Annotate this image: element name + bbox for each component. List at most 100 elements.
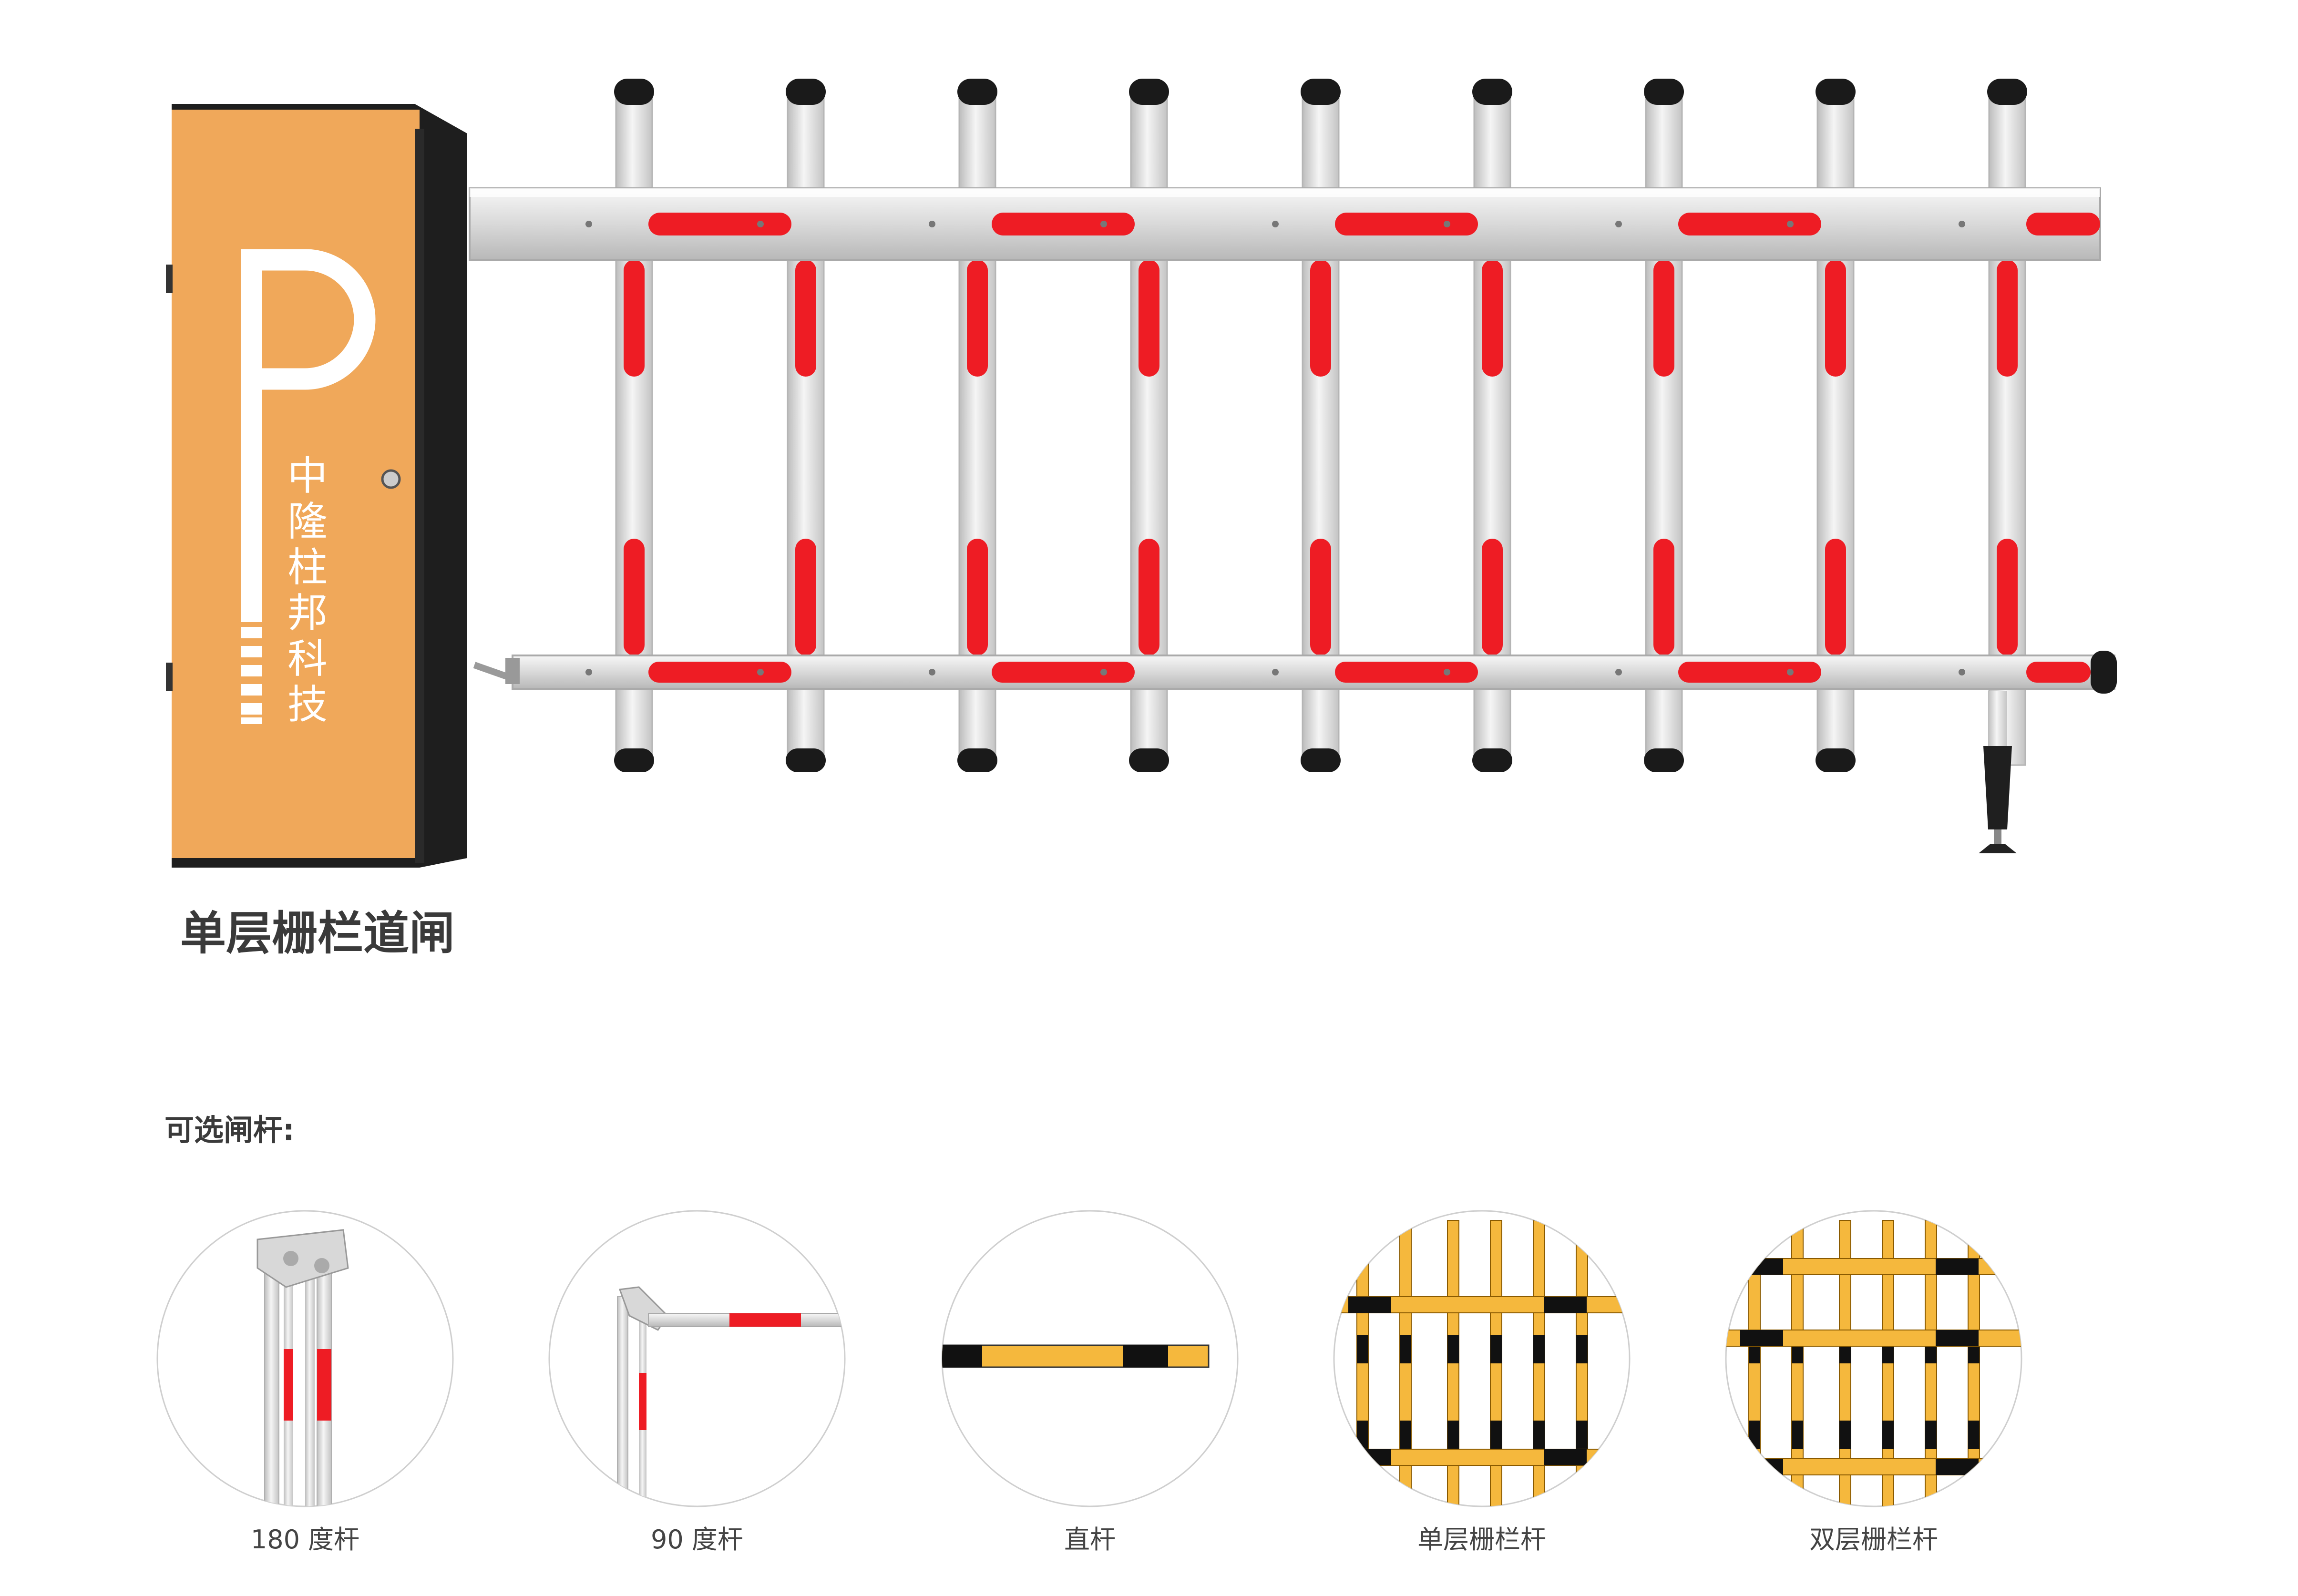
option-90-degree-boom[interactable] [548,1210,849,1525]
option-straight-boom[interactable] [941,1210,1239,1507]
picket-black-stripe [1357,1421,1368,1449]
boom-red-stripe [1678,662,1821,683]
reflective-stripes [585,213,2100,683]
option-caption-180[interactable]: 180 度杆 [250,1524,360,1555]
brand-char: 柱 [287,544,328,591]
straight-boom-icon [942,1344,1210,1368]
picket-bottom-cap [614,748,654,772]
picket-black-stripe [1576,1335,1588,1363]
rail-black-stripe [1740,1459,1783,1475]
rail-black-stripe [1348,1297,1391,1313]
rail-black-stripe [1936,1330,1979,1346]
picket-black-stripe [1533,1335,1545,1363]
180-degree-boom-icon [256,1229,349,1506]
picket-red-stripe [795,260,816,377]
picket-bottom-cap [1472,748,1512,772]
rivet [929,669,935,675]
rail-black-stripe [1740,1258,1783,1275]
picket-bottom-cap [1816,748,1856,772]
picket-black-stripe [1576,1421,1588,1449]
boom-red-stripe [2026,662,2091,683]
rail-black-stripe [1936,1459,1979,1475]
picket-black-stripe [1533,1421,1545,1449]
boom-red-stripe [992,662,1135,683]
option-caption-single-fence[interactable]: 单层栅栏杆 [1417,1524,1546,1555]
brand-char: 邦 [287,590,328,636]
option-180-degree-boom[interactable] [156,1210,454,1511]
option-caption-double-fence[interactable]: 双层栅栏杆 [1809,1524,1938,1555]
option-caption-90[interactable]: 90 度杆 [651,1524,743,1555]
picket-top-cap [786,79,826,105]
boom-end-cap [2091,651,2117,694]
boom-red-stripe [1335,662,1478,683]
picket-top-cap [1987,79,2027,105]
picket-top-cap [1129,79,1169,105]
picket-red-stripe [624,260,645,377]
picket-top-cap [1644,79,1684,105]
picket-black-stripe [1357,1335,1368,1363]
picket-black-stripe [1490,1421,1502,1449]
picket-black-stripe [1925,1421,1937,1449]
picket-black-stripe [1447,1421,1459,1449]
brand-char: 中 [287,452,328,499]
rail-black-stripe [1544,1297,1587,1313]
picket-red-stripe [1997,260,2018,377]
rail-black-stripe [1936,1258,1979,1275]
boom-support-leg [1979,691,2017,853]
rivet [1100,221,1107,227]
boom-red-stripe [1678,213,1821,235]
rivet [1444,221,1450,227]
picket-black-stripe [1400,1421,1411,1449]
option-caption-straight[interactable]: 直杆 [1064,1524,1116,1555]
picket-top-cap [614,79,654,105]
boom-red-stripe [2026,213,2100,235]
rivet [1272,669,1279,675]
lower-boom [505,651,2117,694]
gate-cabinet [166,104,467,868]
picket-red-stripe [967,260,988,377]
picket-red-stripe [1653,260,1674,377]
picket-top-cap [1301,79,1341,105]
rail-black-stripe [1740,1330,1783,1346]
brand-char: 隆 [287,498,328,545]
parking-logo-icon [241,249,376,724]
picket-bottom-cap [1301,748,1341,772]
brand-name: 中 隆 柱 邦 科 技 [281,453,334,727]
picket-top-cap [1472,79,1512,105]
picket-red-stripe [1139,260,1159,377]
picket-red-stripe [1997,539,2018,655]
picket-red-stripe [624,539,645,655]
rivet [1615,669,1622,675]
picket-red-stripe [967,539,988,655]
options-heading: 可选闸杆: [164,1113,295,1147]
picket-black-stripe [1447,1335,1459,1363]
90-degree-boom-icon [617,1286,845,1506]
rivet [1444,669,1450,675]
picket-black-stripe [1490,1335,1502,1363]
picket-bottom-cap [1129,748,1169,772]
boom-red-stripe [992,213,1135,235]
picket-red-stripe [795,539,816,655]
rivet [929,221,935,227]
rail-black-stripe [1348,1449,1391,1465]
picket-red-stripe [1482,539,1503,655]
picket-red-stripe [1825,260,1846,377]
picket-black-stripe [1400,1335,1411,1363]
rivet [757,669,764,675]
picket-red-stripe [1482,260,1503,377]
picket-red-stripe [1825,539,1846,655]
picket-black-stripe [1749,1421,1760,1449]
rivet [1100,669,1107,675]
lock-icon [381,469,401,489]
option-double-layer-fence-boom[interactable] [1721,1210,2026,1507]
boom-red-stripe [648,213,791,235]
rivet [1959,669,1965,675]
picket-red-stripe [1310,260,1331,377]
option-single-layer-fence-boom[interactable] [1329,1210,1634,1507]
rivet [1615,221,1622,227]
rivet [585,669,592,675]
barrier-gate [166,79,2117,868]
cabinet-front-panel [172,110,420,858]
